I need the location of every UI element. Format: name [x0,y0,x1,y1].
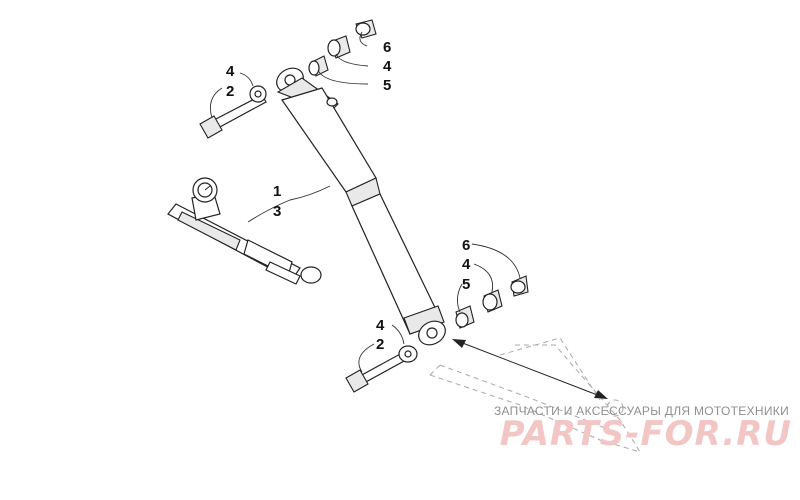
top-washer [249,85,267,103]
compression-damper [167,193,322,285]
callout-top-bushings: 6 4 5 [383,39,392,94]
shock-absorber [276,67,446,346]
callout-number: 2 [226,83,234,100]
callout-number: 6 [462,237,470,254]
callout-lower-bushings: 6 4 5 [462,237,471,293]
callout-top-bolt: 4 2 [226,63,235,100]
alignment-arrow [452,339,608,399]
lower-washer [398,345,418,363]
mounting-bracket-outline [429,337,641,453]
pressure-gauge-icon [192,177,218,203]
callout-number: 4 [383,58,392,75]
leader-lines [209,31,521,373]
top-mounting-bolt [199,94,267,139]
callout-number: 4 [226,63,235,80]
callout-number: 1 [273,183,281,200]
lower-mounting-bolt [345,352,407,393]
callout-lower-bolt: 4 2 [376,317,385,353]
top-bushing-set [308,19,377,77]
callout-number: 2 [376,336,384,353]
watermark-caption: ЗАПЧАСТИ И АКСЕССУАРЫ ДЛЯ МОТОТЕХНИКИ [493,404,789,418]
callout-body: 1 3 [273,183,281,220]
lower-bushing-set [455,275,529,329]
callout-number: 5 [462,276,470,293]
callout-number: 4 [462,256,471,273]
callout-number: 5 [383,77,391,94]
callout-number: 3 [273,203,281,220]
callout-number: 4 [376,317,385,334]
watermark-brand: PARTS-FOR.RU [499,414,792,454]
callout-number: 6 [383,39,391,56]
